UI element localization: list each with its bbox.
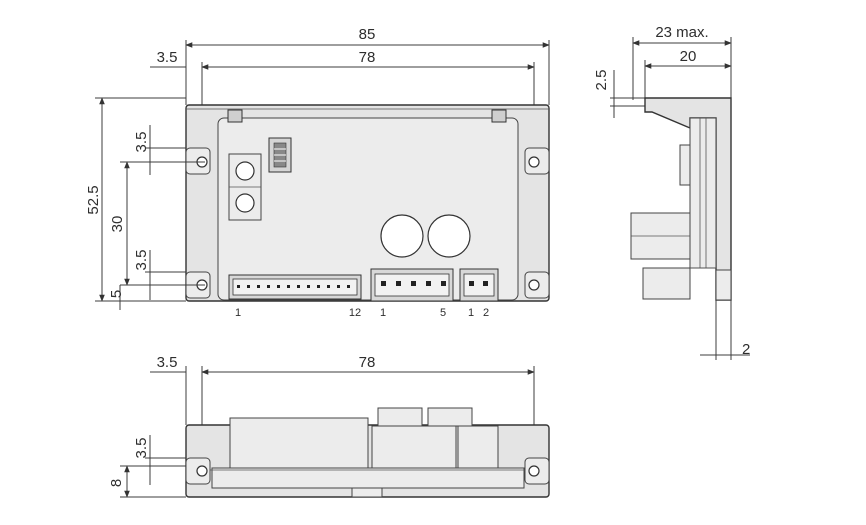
mounting-slot-top-right <box>524 147 550 175</box>
dim-bottom-height: 8 <box>108 479 125 487</box>
dim-bottom-edge-offset: 3.5 <box>157 354 178 371</box>
bottom-connector-2 <box>457 425 499 471</box>
bottom-slot-right <box>524 457 550 485</box>
bottom-slot-left <box>185 457 211 485</box>
pin-label-c2-last: 5 <box>440 307 446 319</box>
dim-bottom-width-holes: 78 <box>359 354 376 371</box>
dim-width-holes: 78 <box>359 49 376 66</box>
front-view: 85 78 3.5 <box>85 26 550 319</box>
bottom-latch <box>351 487 383 498</box>
dim-hole-spacing: 30 <box>109 216 126 233</box>
side-pcb <box>689 117 717 269</box>
connector-12-pin <box>228 274 362 300</box>
indicator-right <box>427 214 471 258</box>
bottom-view: 78 3.5 3.5 8 <box>108 354 550 498</box>
pin-label-c3-last: 2 <box>483 307 489 319</box>
mounting-slot-top-left <box>185 147 211 175</box>
dim-bottom-hole-offset: 3.5 <box>133 438 150 459</box>
dim-hole-offset-bottom: 3.5 <box>133 250 150 271</box>
trimmer-potentiometers <box>228 153 262 221</box>
side-terminal-block <box>642 267 691 300</box>
pin-label-c2-first: 1 <box>380 307 386 319</box>
dim-height: 52.5 <box>85 185 102 214</box>
bottom-component-1 <box>229 417 369 469</box>
dim-width-overall: 85 <box>359 26 376 43</box>
pin-label-c3-first: 1 <box>468 307 474 319</box>
indicator-left <box>380 214 424 258</box>
clip-left <box>227 109 243 123</box>
bottom-indicator-1 <box>377 407 423 427</box>
clip-right <box>491 109 507 123</box>
pin-label-c1-last: 12 <box>349 307 361 319</box>
side-component-1 <box>679 144 691 186</box>
dim-depth: 20 <box>680 48 697 65</box>
connector-2-pin <box>459 268 499 302</box>
dim-bottom-margin: 5 <box>108 290 125 298</box>
dim-edge-offset: 3.5 <box>157 49 178 66</box>
connector-5-pin <box>370 268 454 302</box>
dim-top-step: 2.5 <box>593 70 610 91</box>
bottom-connector-5 <box>371 425 457 471</box>
bottom-base-plate <box>211 467 525 489</box>
dip-switch <box>268 137 292 173</box>
bottom-indicator-2 <box>427 407 473 427</box>
dim-hole-offset-top: 3.5 <box>133 132 150 153</box>
side-foot <box>715 269 732 301</box>
mounting-slot-bottom-right <box>524 271 550 299</box>
dim-depth-max: 23 max. <box>655 24 708 41</box>
side-view: 23 max. 20 2.5 2 <box>593 24 750 360</box>
dim-bottom-step: 2 <box>742 341 750 358</box>
pin-label-c1-first: 1 <box>235 307 241 319</box>
